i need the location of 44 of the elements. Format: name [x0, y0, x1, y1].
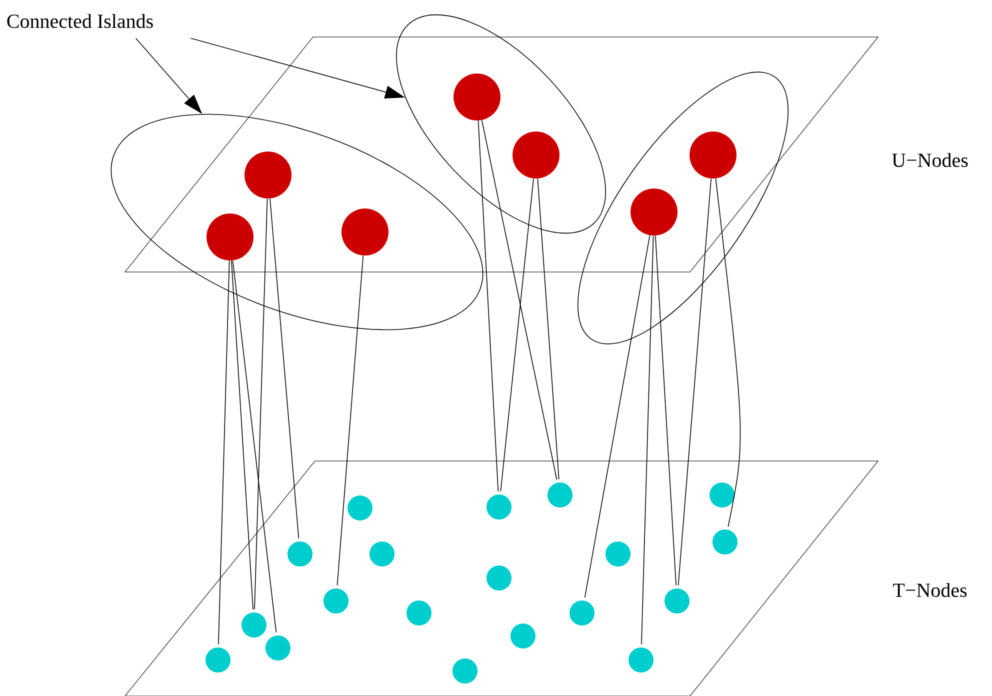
small-node-circle [406, 600, 432, 626]
small-node-circle [324, 588, 348, 614]
link-line [641, 235, 654, 645]
small-node-circle [664, 588, 690, 614]
link-line [678, 178, 712, 586]
small-node-circle [288, 542, 312, 566]
small-node-circle [548, 482, 572, 508]
link-line [584, 234, 650, 598]
plane-label: T−Nodes [893, 582, 967, 598]
link-line [336, 255, 364, 586]
link-line [254, 198, 268, 610]
link-line [715, 178, 741, 528]
plane-label: U−Nodes [892, 152, 968, 168]
link-line [481, 120, 558, 480]
small-node-circle [370, 542, 394, 566]
link-line [232, 260, 277, 633]
small-node-circle [606, 542, 630, 566]
link-line [478, 120, 499, 492]
large-node-circle [512, 132, 560, 178]
small-node-circle [206, 648, 230, 672]
link-line [500, 178, 534, 492]
small-node-circle [510, 624, 536, 648]
small-node-circle [486, 566, 512, 590]
large-node-circle [206, 214, 254, 260]
small-node-circle [452, 658, 478, 684]
small-node-circle [570, 600, 594, 626]
small-node-circle [486, 494, 512, 520]
large-node-circle [342, 208, 388, 256]
link-line [270, 198, 300, 539]
small-node-circle [712, 530, 738, 554]
link-line [218, 260, 230, 645]
large-node-circle [454, 74, 500, 120]
link-line [537, 178, 560, 480]
link-line [231, 260, 254, 610]
large-node-circle [690, 132, 736, 178]
small-node-circle [242, 612, 266, 638]
small-node-circle [266, 636, 290, 660]
link-line [655, 235, 676, 586]
small-node-circle [710, 482, 734, 508]
large-node-circle [244, 152, 292, 198]
callout-label: Connected Islands [7, 14, 153, 28]
small-node-circle [348, 496, 372, 520]
small-node-circle [628, 648, 654, 672]
large-node-circle [630, 188, 678, 236]
